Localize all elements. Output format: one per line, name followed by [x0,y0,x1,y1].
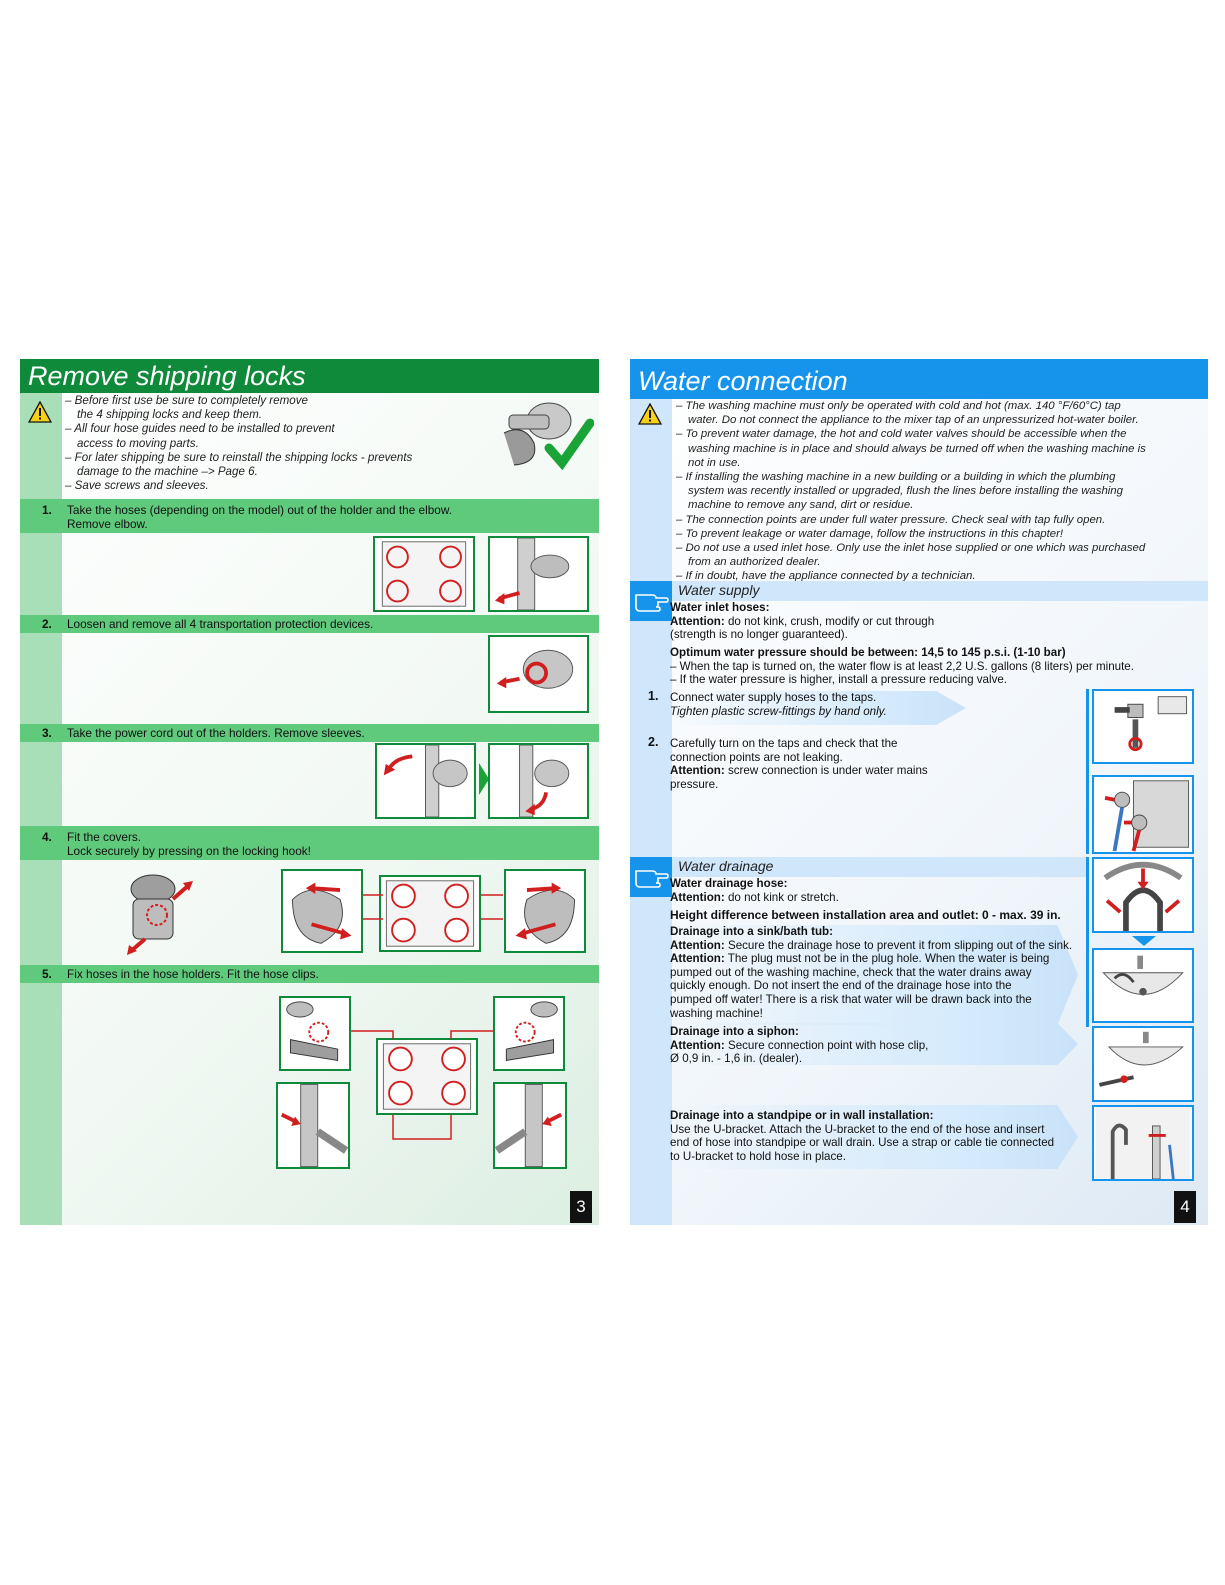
step-5-figure-bottom-right [493,1082,567,1169]
step-1-bar: 1. Take the hoses (depending on the mode… [20,499,599,533]
sink-highlight [666,925,1078,1025]
step-4-figure-left [281,869,363,953]
sink-figure [1092,948,1194,1023]
standpipe-drainage-text: Drainage into a standpipe or in wall ins… [670,1109,1055,1163]
step-4-figure-frame [379,875,481,952]
step-1-figure-frame [373,536,475,612]
step-3-figure-a [375,743,476,819]
page-title: Water connection [630,359,1208,399]
inlet-hoses-text: Water inlet hoses: Attention: do not kin… [670,601,935,642]
pointing-hand-icon [630,857,672,897]
step-1-text: Connect water supply hoses to the taps. … [670,691,887,718]
siphon-figure [1092,1026,1194,1102]
water-connection-warning: – The washing machine must only be opera… [676,400,1146,583]
siphon-highlight [666,1023,1078,1065]
water-drainage-header: Water drainage [630,857,1086,877]
right-page: Water connection – The washing machine m… [630,359,1208,1225]
down-arrow-icon [1132,936,1156,946]
step-2-bar: 2. Loosen and remove all 4 transportatio… [20,615,599,633]
step-5-figure-top-right [493,996,565,1071]
shipping-locks-warning: – Before first use be sure to completely… [65,394,413,493]
warning-icon [28,401,52,423]
step-5-figure-top-left [279,996,351,1071]
tap-connection-figure [1092,689,1194,764]
step-2-number: 2. [648,735,659,749]
step-2-text: Carefully turn on the taps and check tha… [670,737,928,791]
height-difference-text: Height difference between installation a… [670,908,1061,922]
left-page: Remove shipping locks – Before first use… [20,359,599,1225]
step-5-figure-bottom-left [276,1082,350,1169]
page-number: 3 [570,1191,592,1223]
step-4-figure-right [504,869,586,953]
step-1-figure-hose [488,536,589,612]
step-3-bar: 3. Take the power cord out of the holder… [20,724,599,742]
machine-tap-figure [1092,775,1194,854]
water-supply-header: Water supply [630,581,1208,601]
next-arrow-icon [479,763,489,795]
siphon-drainage-text: Drainage into a siphon: Attention: Secur… [670,1025,929,1066]
step-4-bar: 4. Fit the covers.Lock securely by press… [20,826,599,860]
step-4-connector-lines [363,894,503,920]
step-5-figure-frame [376,1038,478,1115]
step-5-bar: 5. Fix hoses in the hose holders. Fit th… [20,965,599,983]
standpipe-highlight [666,1105,1078,1169]
step-1-highlight [666,691,966,725]
page-number: 4 [1174,1191,1196,1223]
right-gutter [630,399,672,1225]
sink-drainage-text: Drainage into a sink/bath tub: Attention… [670,925,1073,1020]
water-pressure-text: Optimum water pressure should be between… [670,646,1134,687]
step-5-connector-lines [351,1030,493,1140]
step-3-figure-b [488,743,589,819]
supply-side-line [1086,689,1089,854]
warning-icon [638,403,662,425]
drainage-side-line [1086,857,1089,1027]
drainage-hose-text: Water drainage hose: Attention: do not k… [670,877,839,904]
pointing-hand-icon [630,581,672,621]
step-2-figure [488,635,589,713]
u-bend-figure [1092,857,1194,933]
shipping-lock-checkmark-illustration [503,402,594,471]
checkmark-icon [544,418,594,471]
standpipe-figure [1092,1105,1194,1181]
step-4-figure-cover [123,859,196,957]
step-1-number: 1. [648,689,659,703]
page-title: Remove shipping locks [20,359,599,393]
